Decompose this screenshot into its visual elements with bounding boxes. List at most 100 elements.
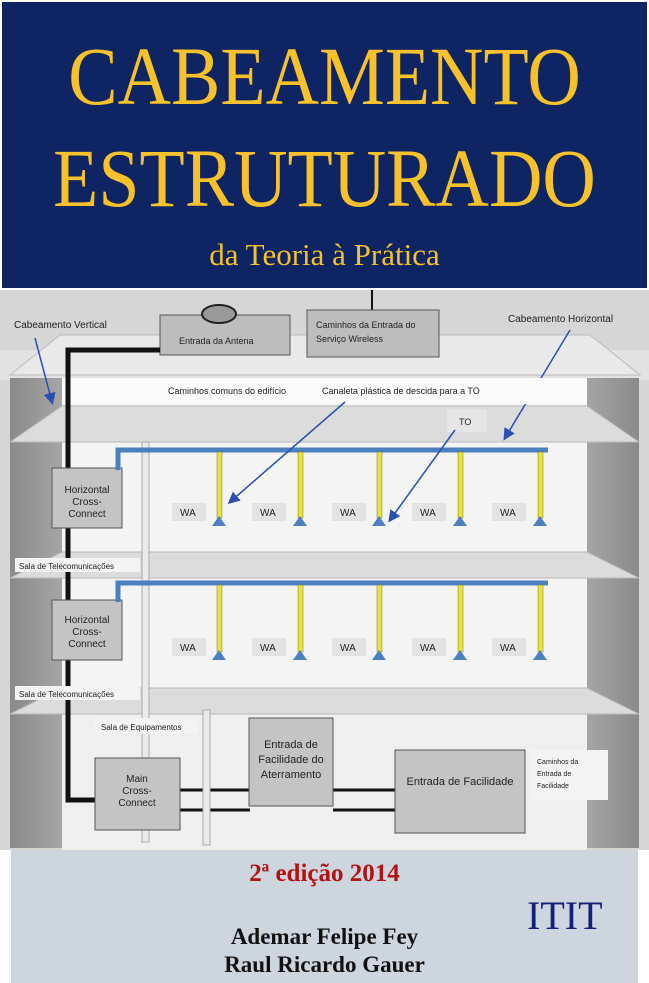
telecom-outlet-icon (212, 516, 226, 526)
work-area-box (332, 503, 366, 521)
grounding-line3: Aterramento (261, 769, 322, 781)
facility-pathways-line1: Caminhos da (537, 759, 578, 766)
facility-entrance-label: Entrada de Facilidade (406, 776, 513, 788)
telecom-outlet-icon (533, 650, 547, 660)
drop-conduit (457, 451, 464, 519)
conduit-arrow (227, 401, 346, 504)
telecom-room-1 (15, 686, 140, 700)
wireless-label-2: Serviço Wireless (316, 334, 384, 344)
riser-2 (202, 709, 211, 846)
work-area-box (252, 638, 286, 656)
facility-pathways (530, 750, 608, 800)
work-area-box (332, 638, 366, 656)
drop-conduit (216, 584, 223, 653)
hcc-2-line3: Connect (68, 509, 105, 520)
antenna-label: Entrada da Antena (179, 336, 254, 346)
work-area-drops: WA WA WA WA WA WA WA WA WA WA (172, 451, 547, 660)
slab-1 (8, 405, 641, 443)
work-area-label: WA (340, 508, 356, 519)
to-box (447, 410, 487, 432)
drop-conduit (216, 451, 223, 519)
hcc-2-line1: Horizontal (64, 485, 109, 496)
bottom-panel: 2ª edição 2014 ITIT Ademar Felipe Fey Ra… (11, 850, 638, 983)
publisher-logo: ITIT (527, 893, 603, 938)
title-panel: CABEAMENTO ESTRUTURADO da Teoria à Práti… (2, 2, 647, 288)
grounding-line1: Entrada de (264, 739, 318, 751)
telecom-outlet-icon (293, 516, 307, 526)
antenna-cable (65, 347, 160, 378)
vertical-cabling-label: Cabeamento Vertical (14, 320, 107, 331)
floor-2-back (62, 442, 587, 552)
cabling-diagram: Entrada da Antena Caminhos da Entrada do… (0, 290, 649, 850)
hcc-1-line2: Cross- (72, 627, 101, 638)
work-area-label: WA (420, 508, 436, 519)
common-pathway-label: Caminhos comuns do edifício (168, 386, 286, 396)
equipment-room-label: Sala de Equipamentos (101, 723, 182, 732)
title-line-2: ESTRUTURADO (53, 133, 596, 225)
grounding-line2: Facilidade do (258, 754, 323, 766)
work-area-box (172, 503, 206, 521)
antenna-dish (201, 304, 237, 324)
telecom-outlet-icon (293, 650, 307, 660)
work-area-label: WA (260, 643, 276, 654)
work-area-box (252, 503, 286, 521)
telecom-outlet-icon (212, 650, 226, 660)
drop-conduit (537, 584, 544, 653)
hcc-2-line2: Cross- (72, 497, 101, 508)
wireless-label-1: Caminhos da Entrada do (316, 320, 416, 330)
work-area-box (492, 503, 526, 521)
work-area-box (412, 503, 446, 521)
ground-cables (180, 788, 395, 812)
telecom-outlet-icon (372, 650, 386, 660)
hcc-2-box (51, 467, 123, 529)
drop-conduit (376, 451, 383, 519)
riser-1 (141, 441, 150, 843)
telecom-room-2 (15, 558, 140, 572)
drop-conduit (297, 451, 304, 519)
work-area-label: WA (500, 643, 516, 654)
work-area-box (172, 638, 206, 656)
telecom-room-1-label: Sala de Telecomunicações (19, 690, 114, 699)
work-area-label: WA (500, 508, 516, 519)
hcc-1-box (51, 599, 123, 661)
work-area-label: WA (260, 508, 276, 519)
floor-1-horizontal-cable (115, 580, 548, 602)
drop-conduit (537, 451, 544, 519)
facility-entrance-box (394, 749, 526, 834)
work-area-box (412, 638, 446, 656)
equipment-room (95, 718, 198, 734)
wireless-box (306, 309, 440, 358)
mcc-line3: Connect (118, 798, 155, 809)
mcc-line1: Main (126, 774, 148, 785)
hcc-1-line1: Horizontal (64, 615, 109, 626)
mcc-line2: Cross- (122, 786, 151, 797)
conduit-label: Canaleta plástica de descida para a TO (322, 386, 480, 396)
subtitle: da Teoria à Prática (209, 237, 440, 272)
edition: 2ª edição 2014 (249, 860, 400, 887)
facility-pathways-line3: Facilidade (537, 783, 569, 790)
work-area-label: WA (420, 643, 436, 654)
grounding-box (248, 717, 334, 807)
title-line-1: CABEAMENTO (68, 31, 581, 123)
drop-conduit (457, 584, 464, 653)
drop-conduit (376, 584, 383, 653)
vertical-arrow (34, 337, 56, 405)
work-area-box (492, 638, 526, 656)
to-arrow (388, 429, 456, 523)
hcc-1-line3: Connect (68, 639, 105, 650)
horizontal-cabling-label: Cabeamento Horizontal (508, 314, 613, 325)
floor-1-back (62, 578, 587, 688)
facility-pathways-line2: Entrada de (537, 771, 571, 778)
telecom-outlet-icon (372, 516, 386, 526)
author-2: Raul Ricardo Gauer (224, 952, 425, 977)
drop-conduit (297, 584, 304, 653)
work-area-label: WA (180, 508, 196, 519)
work-area-label: WA (340, 643, 356, 654)
author-1: Ademar Felipe Fey (230, 924, 419, 949)
telecom-room-2-label: Sala de Telecomunicações (19, 562, 114, 571)
work-area-label: WA (180, 643, 196, 654)
common-pathway (62, 378, 587, 404)
telecom-outlet-icon (533, 516, 547, 526)
to-label: TO (459, 417, 471, 427)
